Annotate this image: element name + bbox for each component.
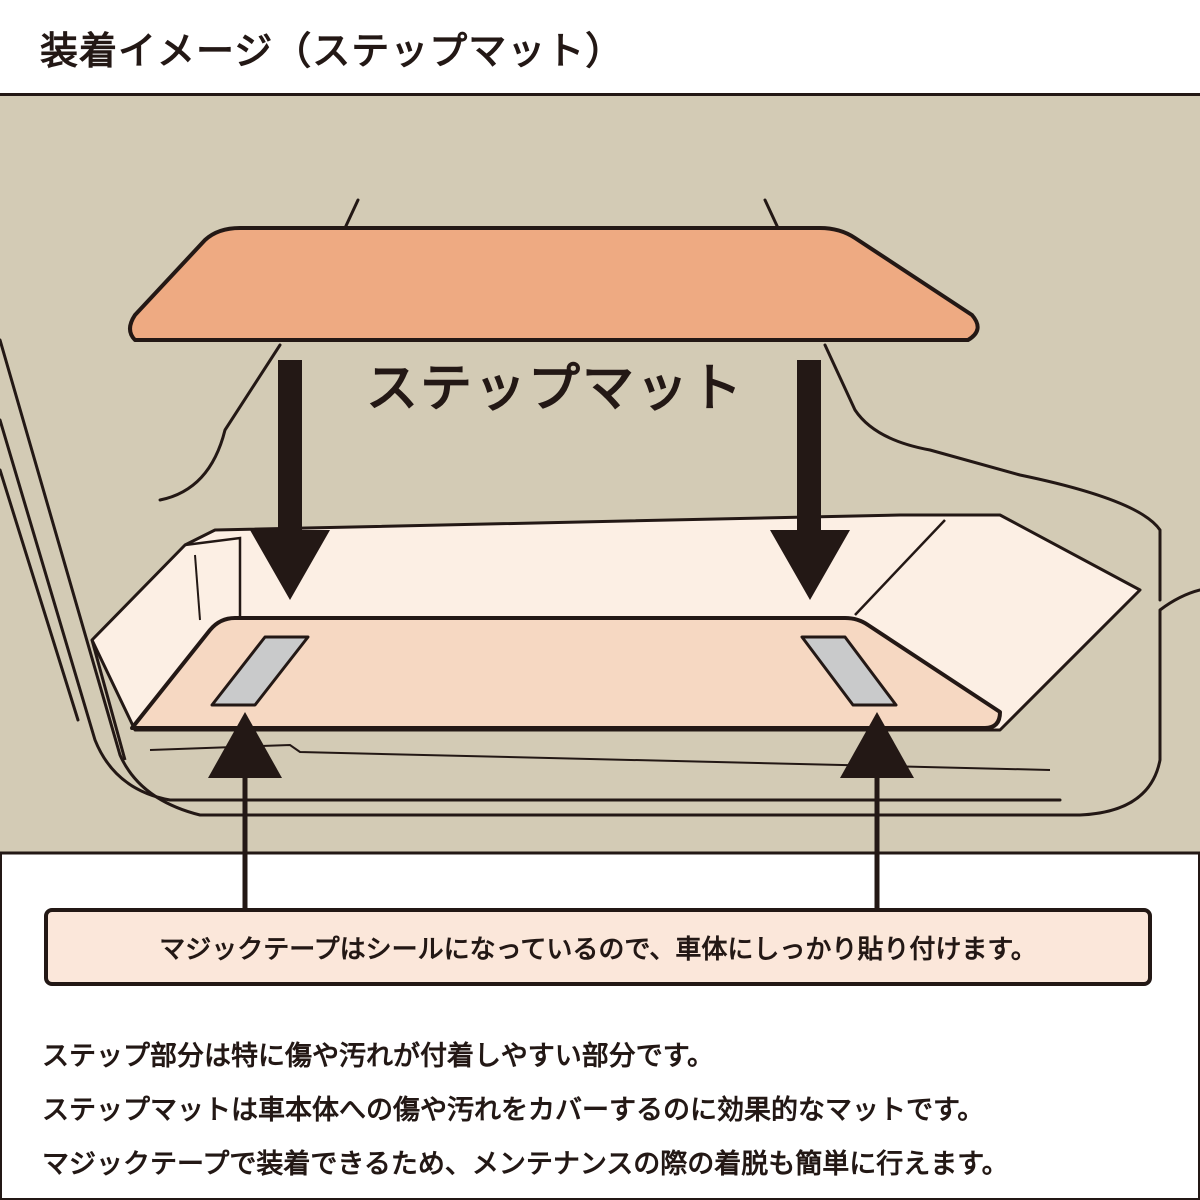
description-line: マジックテープで装着できるため、メンテナンスの際の着脱も簡単に行えます。: [42, 1149, 1009, 1180]
arrow-up-right: [840, 712, 914, 778]
sill-line: [149, 743, 1051, 771]
description: ステップ部分は特に傷や汚れが付着しやすい部分です。 ステップマットは車本体への傷…: [42, 1030, 1172, 1192]
velcro-strip-right: [800, 635, 898, 707]
mat-label-text: ステップマット: [365, 359, 744, 419]
velcro-note-text: マジックテープはシールになっているので、車体にしっかり貼り付けます。: [159, 934, 1037, 965]
mat-label-shape: [128, 226, 980, 342]
floor-side-line-2: [194, 554, 201, 621]
header-title: 装着イメージ（ステップマット）: [40, 29, 625, 73]
arrow-up-left: [208, 712, 282, 778]
arrow-down-right: [770, 360, 850, 600]
description-line: ステップ部分は特に傷や汚れが付着しやすい部分です。: [42, 1041, 715, 1072]
floor-divider-line: [854, 519, 946, 616]
description-line: ステップマットは車本体への傷や汚れをカバーするのに効果的なマットです。: [42, 1095, 985, 1126]
velcro-note-box: マジックテープはシールになっているので、車体にしっかり貼り付けます。: [44, 908, 1152, 986]
velcro-pointer-arrows: [208, 712, 914, 856]
diagram-svg: [0, 96, 1200, 856]
installation-diagram: ステップマット: [0, 96, 1200, 856]
arrow-down-left: [250, 360, 330, 600]
car-body-outline: [0, 198, 1200, 817]
header: 装着イメージ（ステップマット）: [0, 0, 1200, 96]
step-mat: [130, 616, 1002, 730]
placement-arrows: [250, 360, 850, 600]
pointer-connectors: [242, 850, 880, 910]
floor-front-edge: [90, 639, 127, 761]
floor-side-line: [184, 536, 242, 620]
velcro-strip-left: [210, 635, 310, 707]
